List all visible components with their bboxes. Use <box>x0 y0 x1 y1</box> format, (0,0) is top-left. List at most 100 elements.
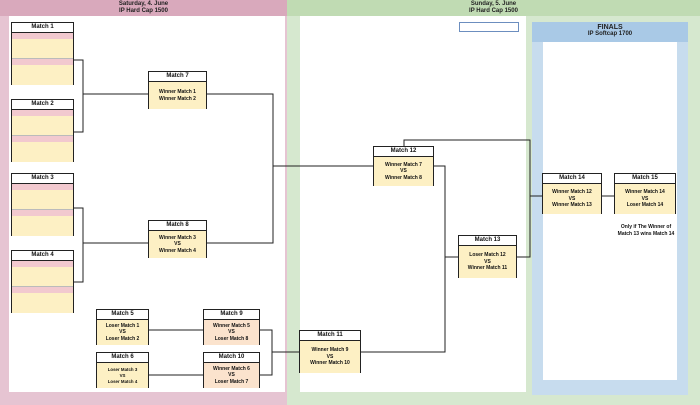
player-slot[interactable] <box>12 216 73 236</box>
match-body: Winner Match 7 VS Winner Match 8 <box>374 157 433 186</box>
match-line-2: Loser Match 2 <box>105 335 140 342</box>
match-title: Match 6 <box>97 353 148 363</box>
connector-m3-m8 <box>74 207 148 244</box>
player-slot[interactable] <box>12 33 73 39</box>
note-line-2: Match 13 wins Match 14 <box>617 231 675 237</box>
player-slot[interactable] <box>12 184 73 190</box>
saturday-date: Saturday, 4. June <box>118 1 169 7</box>
match-title: Match 1 <box>12 23 73 33</box>
match-line-1: Winner Match 3 <box>159 234 196 241</box>
match-body: Winner Match 12 VS Winner Match 13 <box>543 184 601 214</box>
match-vs: VS <box>228 329 235 336</box>
player-slot[interactable] <box>12 287 73 293</box>
match-9[interactable]: Match 9 Winner Match 5 VS Loser Match 8 <box>203 309 260 345</box>
player-slot[interactable] <box>12 59 73 65</box>
match-10[interactable]: Match 10 Winner Match 6 VS Loser Match 7 <box>203 352 260 388</box>
connector-m12-m13 <box>434 165 458 258</box>
match-line-2: Loser Match 8 <box>214 335 249 342</box>
connector-m1-m7 <box>74 59 148 95</box>
match-8[interactable]: Match 8 Winner Match 3 VS Winner Match 4 <box>148 220 207 258</box>
connector-m13-m14 <box>517 196 531 258</box>
player-slot[interactable] <box>12 210 73 216</box>
match-vs: VS <box>641 195 649 202</box>
match-title: Match 13 <box>459 236 516 246</box>
player-slot[interactable] <box>12 293 73 313</box>
match-title: Match 3 <box>12 174 73 184</box>
match-line-1: Winner Match 1 <box>159 89 196 95</box>
match-title: Match 7 <box>149 72 206 82</box>
match-11[interactable]: Match 11 Winner Match 9 VS Winner Match … <box>299 330 361 373</box>
match-vs: VS <box>228 372 235 379</box>
match-line-2: Winner Match 10 <box>310 360 350 367</box>
match-line-2: Winner Match 2 <box>159 95 196 102</box>
match-body: Winner Match 3 VS Winner Match 4 <box>149 231 206 258</box>
connector-m7-m12 <box>207 93 373 167</box>
player-slot[interactable] <box>12 190 73 210</box>
finals-title: FINALS <box>597 24 623 31</box>
match-body: Winner Match 1 Winner Match 2 <box>149 82 206 109</box>
player-slot[interactable] <box>12 110 73 116</box>
connector-m4-m8 <box>74 243 84 283</box>
note-line-1: Only if The Winner of <box>620 224 672 230</box>
match-vs: VS <box>326 353 334 360</box>
match-title: Match 5 <box>97 310 148 320</box>
match-line-1: Winner Match 9 <box>311 347 349 354</box>
sunday-header: Sunday, 5. June IP Hard Cap 1500 <box>287 0 700 16</box>
match-title: Match 4 <box>12 251 73 261</box>
player-slot[interactable] <box>12 136 73 142</box>
player-slot[interactable] <box>12 116 73 136</box>
match-vs: VS <box>119 372 126 378</box>
match-body: Winner Match 9 VS Winner Match 10 <box>300 341 360 373</box>
match-title: Match 12 <box>374 147 433 157</box>
match-line-2: Loser Match 7 <box>214 378 249 385</box>
match-13[interactable]: Match 13 Loser Match 12 VS Winner Match … <box>458 235 517 278</box>
match-vs: VS <box>119 329 126 336</box>
match-line-2: Loser Match 4 <box>107 378 138 384</box>
match-line-2: Winner Match 11 <box>467 265 508 272</box>
player-slot[interactable] <box>12 261 73 267</box>
sunday-canvas <box>300 16 526 392</box>
finals-cap: IP Softcap 1700 <box>587 31 633 37</box>
player-slot[interactable] <box>12 65 73 85</box>
match-14[interactable]: Match 14 Winner Match 12 VS Winner Match… <box>542 173 602 214</box>
match-body: Winner Match 6 VS Loser Match 7 <box>204 363 259 388</box>
match-title: Match 2 <box>12 100 73 110</box>
match-line-1: Loser Match 1 <box>105 322 140 329</box>
match-line-1: Loser Match 12 <box>469 252 506 259</box>
match-title: Match 14 <box>543 174 601 184</box>
match-line-2: Loser Match 14 <box>626 202 664 209</box>
match-vs: VS <box>400 168 407 175</box>
player-slot[interactable] <box>12 39 73 59</box>
match-6[interactable]: Match 6 Loser Match 3 VS Loser Match 4 <box>96 352 149 388</box>
match-5[interactable]: Match 5 Loser Match 1 VS Loser Match 2 <box>96 309 149 345</box>
match-line-2: Winner Match 8 <box>385 174 422 181</box>
match-line-2: Winner Match 4 <box>159 247 196 254</box>
match-vs: VS <box>174 241 181 248</box>
finals-note: Only if The Winner of Match 13 wins Matc… <box>610 224 682 238</box>
connector-m12-m14 <box>403 139 542 197</box>
match-line-1: Winner Match 5 <box>213 322 250 329</box>
match-15[interactable]: Match 15 Winner Match 14 VS Loser Match … <box>614 173 676 214</box>
match-line-1: Winner Match 14 <box>625 189 665 196</box>
player-slot[interactable] <box>12 142 73 162</box>
finals-header: FINALS IP Softcap 1700 <box>532 22 688 42</box>
connector-m10-m11 <box>260 352 273 376</box>
connector-m2-m7 <box>74 94 84 133</box>
match-body: Loser Match 3 VS Loser Match 4 <box>97 363 148 388</box>
match-12[interactable]: Match 12 Winner Match 7 VS Winner Match … <box>373 146 434 186</box>
empty-text-field[interactable] <box>459 22 519 32</box>
match-line-1: Winner Match 12 <box>552 189 592 196</box>
match-1[interactable]: Match 1 <box>11 22 74 85</box>
player-slot[interactable] <box>12 267 73 287</box>
match-line-1: Winner Match 6 <box>213 365 250 372</box>
match-2[interactable]: Match 2 <box>11 99 74 162</box>
match-7[interactable]: Match 7 Winner Match 1 Winner Match 2 <box>148 71 207 109</box>
saturday-cap: IP Hard Cap 1500 <box>119 8 168 14</box>
match-body: Loser Match 1 VS Loser Match 2 <box>97 320 148 345</box>
match-body: Winner Match 14 VS Loser Match 14 <box>615 184 675 214</box>
match-3[interactable]: Match 3 <box>11 173 74 236</box>
saturday-header: Saturday, 4. June IP Hard Cap 1500 <box>0 0 287 16</box>
match-4[interactable]: Match 4 <box>11 250 74 313</box>
match-title: Match 8 <box>149 221 206 231</box>
